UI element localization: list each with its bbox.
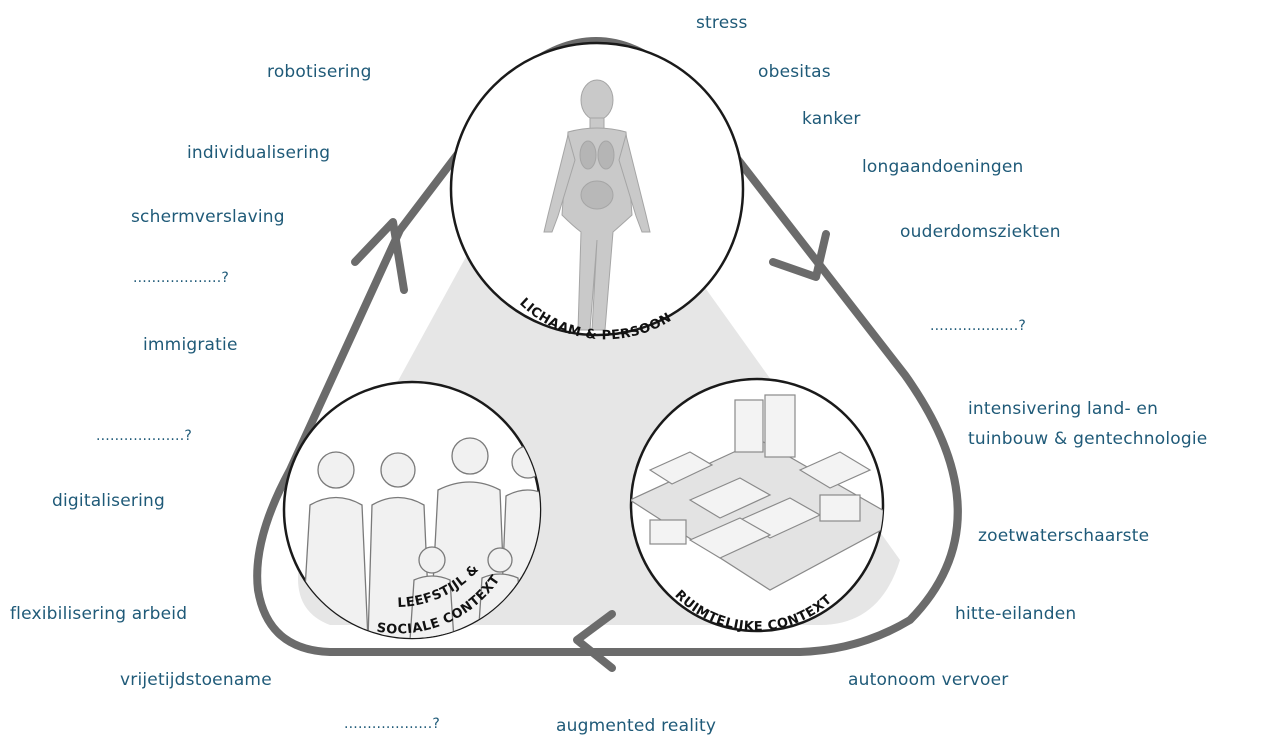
human-body-icon bbox=[543, 79, 651, 331]
term-kanker: kanker bbox=[802, 109, 861, 129]
term-placeholder-bottom: ...................? bbox=[344, 716, 440, 732]
term-placeholder-left-low: ...................? bbox=[96, 428, 192, 444]
term-zoetwaterschaarste: zoetwaterschaarste bbox=[978, 526, 1150, 546]
term-placeholder-right: ...................? bbox=[930, 318, 1026, 334]
term-intensivering-line2: tuinbouw & gentechnologie bbox=[968, 429, 1208, 449]
term-placeholder-left-high: ...................? bbox=[133, 270, 229, 286]
term-digitalisering: digitalisering bbox=[52, 491, 165, 511]
term-intensivering-line1: intensivering land- en bbox=[968, 399, 1159, 419]
term-ouderdomsziekten: ouderdomsziekten bbox=[900, 222, 1061, 242]
arrow-bottom-left-icon bbox=[573, 610, 616, 672]
lifestyle-circle: LEEFSTIJL & SOCIALE CONTEXT bbox=[282, 380, 542, 640]
term-vrijetijdstoename: vrijetijdstoename bbox=[120, 670, 272, 690]
arrow-right-down-icon bbox=[769, 230, 830, 281]
term-flexibilisering-arbeid: flexibilisering arbeid bbox=[10, 604, 188, 624]
term-augmented-reality: augmented reality bbox=[556, 716, 717, 736]
term-hitte-eilanden: hitte-eilanden bbox=[955, 604, 1077, 624]
term-schermverslaving: schermverslaving bbox=[131, 207, 285, 227]
term-longaandoeningen: longaandoeningen bbox=[862, 157, 1024, 177]
body-circle: LICHAAM & PERSOON bbox=[449, 41, 745, 343]
term-stress: stress bbox=[696, 13, 748, 33]
term-immigratie: immigratie bbox=[143, 335, 238, 355]
term-autonoom-vervoer: autonoom vervoer bbox=[848, 670, 1009, 690]
arrow-left-up-icon bbox=[351, 218, 408, 294]
term-obesitas: obesitas bbox=[758, 62, 831, 82]
spatial-circle: RUIMTELIJKE CONTEXT bbox=[629, 377, 885, 635]
term-robotisering: robotisering bbox=[267, 62, 372, 82]
term-individualisering: individualisering bbox=[187, 143, 331, 163]
city-blocks-icon bbox=[631, 394, 883, 591]
